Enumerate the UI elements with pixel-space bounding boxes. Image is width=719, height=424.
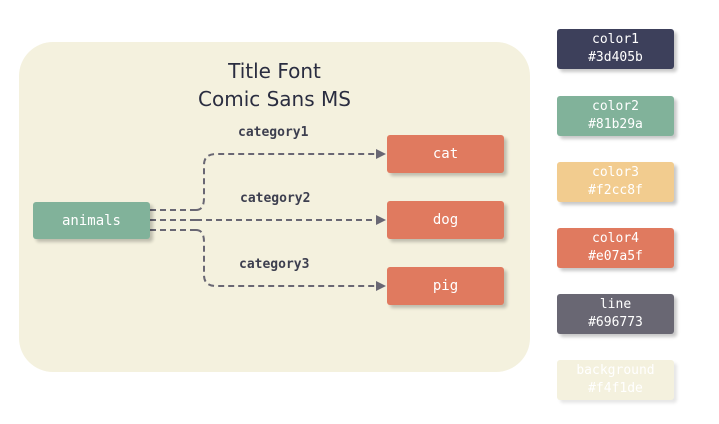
node-cat: cat [387, 135, 504, 173]
palette-swatch-color2: color2 #81b29a [557, 96, 674, 136]
palette-swatch-color4: color4 #e07a5f [557, 228, 674, 268]
swatch-hex: #81b29a [588, 117, 643, 132]
swatch-hex: #e07a5f [588, 249, 643, 264]
swatch-name: color1 [592, 32, 639, 47]
swatch-hex: #696773 [588, 315, 643, 330]
node-dog: dog [387, 201, 504, 239]
node-animals: animals [33, 202, 150, 239]
palette-swatch-color1: color1 #3d405b [557, 29, 674, 69]
swatch-name: line [599, 297, 632, 312]
swatch-name: color2 [592, 99, 639, 114]
swatch-name: background [576, 363, 655, 378]
palette-swatch-background: background #f4f1de [557, 360, 674, 400]
edge-label-category3: category3 [239, 257, 310, 272]
diagram-title-line2: Comic Sans MS [198, 87, 351, 111]
node-pig: pig [387, 267, 504, 305]
swatch-hex: #3d405b [588, 50, 643, 65]
edge-label-category1: category1 [238, 125, 309, 140]
swatch-name: color4 [592, 231, 639, 246]
palette-swatch-color3: color3 #f2cc8f [557, 162, 674, 202]
edge-label-category2: category2 [240, 191, 311, 206]
swatch-hex: #f2cc8f [588, 183, 643, 198]
palette-swatch-line: line #696773 [557, 294, 674, 334]
diagram-title-line1: Title Font [228, 59, 321, 83]
swatch-name: color3 [592, 165, 639, 180]
swatch-hex: #f4f1de [588, 381, 643, 396]
